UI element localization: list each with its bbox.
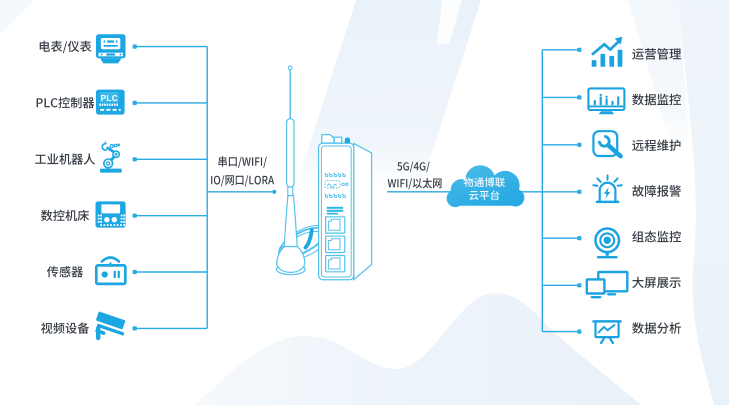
svg-text:PLC: PLC	[101, 94, 118, 103]
